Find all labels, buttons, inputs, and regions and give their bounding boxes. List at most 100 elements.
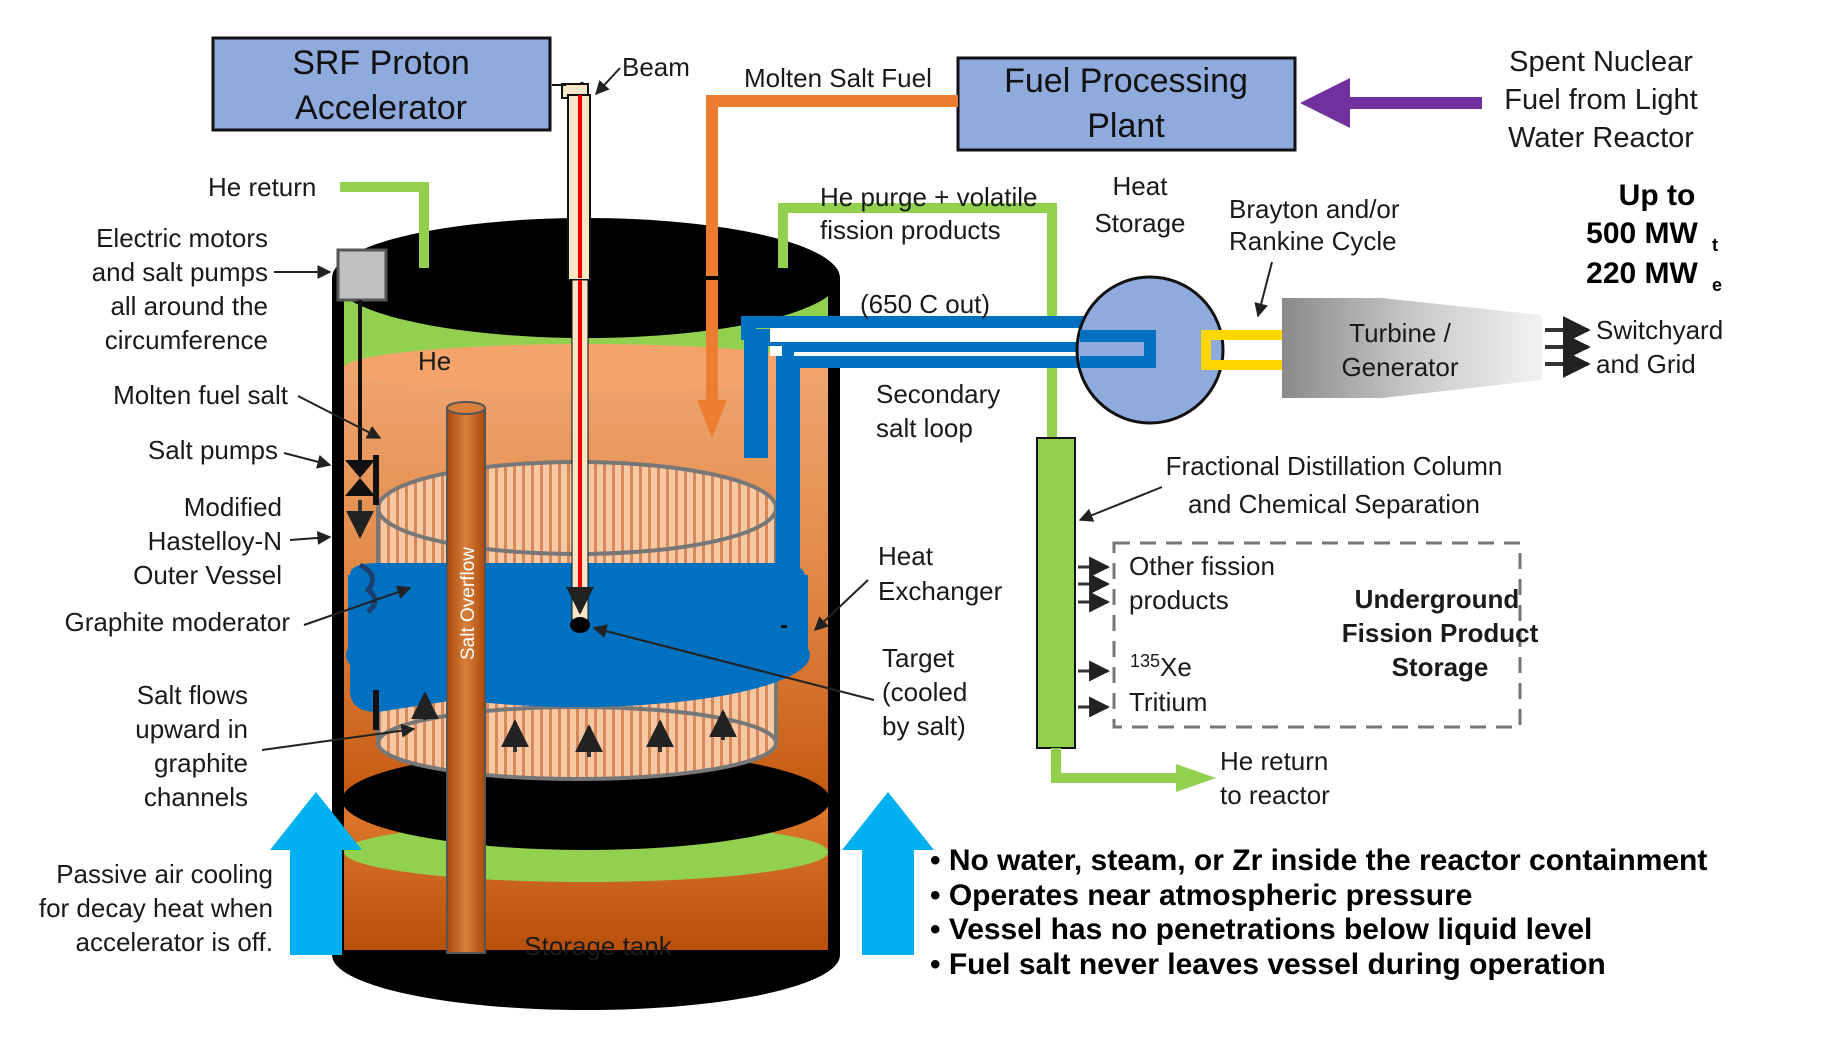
he-return-label: He return (208, 172, 316, 202)
svg-text:Fractional Distillation Column: Fractional Distillation Column (1166, 451, 1503, 481)
svg-text:Spent Nuclear: Spent Nuclear (1509, 46, 1693, 78)
svg-text:by salt): by salt) (882, 711, 966, 741)
passive-cooling-label: Passive air cooling for decay heat when … (39, 859, 273, 957)
graphite-moderator-label: Graphite moderator (65, 585, 412, 637)
svg-text:e: e (1712, 275, 1722, 295)
bullet-item: • Vessel has no penetrations below liqui… (930, 913, 1592, 946)
svg-text:channels: channels (144, 782, 248, 812)
turbine-generator: Turbine / Generator (1282, 298, 1542, 398)
svg-text:to reactor: to reactor (1220, 780, 1330, 810)
svg-text:products: products (1129, 585, 1229, 615)
flow-arrows (411, 691, 737, 757)
svg-text:500 MW: 500 MW (1586, 217, 1698, 250)
svg-text:Target: Target (882, 643, 955, 673)
bullet-item: • Fuel salt never leaves vessel during o… (930, 948, 1606, 981)
xenon-label: 135 Xe (1130, 651, 1192, 682)
svg-text:(cooled: (cooled (882, 677, 967, 707)
brayton-label: Brayton and/or Rankine Cycle (1229, 194, 1400, 318)
heat-exchanger-label: Heat Exchanger (813, 541, 1003, 631)
heat-storage-label: Heat Storage (1094, 171, 1185, 238)
svg-text:Fission Product: Fission Product (1342, 618, 1539, 648)
spent-fuel-arrow (1300, 78, 1482, 128)
switchyard-label: Switchyard and Grid (1596, 315, 1723, 379)
svg-text:Other fission: Other fission (1129, 551, 1275, 581)
accelerator-label-line1: SRF Proton (292, 44, 470, 82)
svg-text:Graphite moderator: Graphite moderator (65, 607, 291, 637)
fuel-plant-label-line2: Plant (1087, 107, 1165, 145)
svg-text:Salt pumps: Salt pumps (148, 435, 278, 465)
svg-text:for decay heat when: for decay heat when (39, 893, 273, 923)
salt-flows-label: Salt flows upward in graphite channels (135, 680, 416, 812)
fission-outlet-arrows (1078, 556, 1111, 718)
grid-output-arrows (1545, 316, 1591, 378)
svg-text:Electric motors: Electric motors (96, 223, 268, 253)
svg-text:Brayton and/or: Brayton and/or (1229, 194, 1400, 224)
spent-fuel-label: Spent Nuclear Fuel from Light Water Reac… (1504, 46, 1697, 154)
svg-text:graphite: graphite (154, 748, 248, 778)
molten-fuel-salt-label: Molten fuel salt (113, 380, 382, 439)
feature-bullets: • No water, steam, or Zr inside the reac… (930, 844, 1707, 981)
svg-text:Storage: Storage (1094, 208, 1185, 238)
svg-text:Switchyard: Switchyard (1596, 315, 1723, 345)
target-label: Target (cooled by salt) (592, 624, 967, 741)
svg-text:220 MW: 220 MW (1586, 257, 1698, 290)
underground-storage-box (1112, 541, 1522, 729)
passive-cooling-arrows (270, 792, 934, 955)
svg-text:Secondary: Secondary (876, 379, 1000, 409)
underground-label: Underground Fission Product Storage (1342, 584, 1539, 682)
svg-text:Turbine /: Turbine / (1349, 318, 1451, 348)
svg-text:Passive air cooling: Passive air cooling (56, 859, 273, 889)
svg-text:upward in: upward in (135, 714, 248, 744)
svg-text:Salt flows: Salt flows (137, 680, 248, 710)
svg-text:He purge + volatile: He purge + volatile (820, 182, 1038, 212)
tritium-label: Tritium (1129, 687, 1207, 717)
svg-text:Exchanger: Exchanger (878, 576, 1003, 606)
svg-text:Hastelloy-N: Hastelloy-N (148, 526, 282, 556)
electric-motors-label: Electric motors and salt pumps all aroun… (92, 223, 332, 355)
svg-text:Heat: Heat (878, 541, 934, 571)
svg-text:Generator: Generator (1341, 352, 1458, 382)
svg-text:He return: He return (1220, 746, 1328, 776)
salt-overflow-pipe: Salt Overflow (446, 401, 486, 954)
svg-text:135: 135 (1130, 651, 1160, 671)
svg-text:t: t (1712, 235, 1718, 255)
accelerator-box: SRF Proton Accelerator (211, 36, 552, 132)
svg-text:circumference: circumference (105, 325, 268, 355)
bullet-item: • Operates near atmospheric pressure (930, 879, 1472, 912)
he-return-pipe: He return (208, 172, 429, 268)
molten-salt-fuel-line: Molten Salt Fuel (697, 63, 958, 438)
temp-out-label: (650 C out) (860, 289, 990, 319)
bullet-item: • No water, steam, or Zr inside the reac… (930, 844, 1707, 877)
other-fission-label: Other fission products (1129, 551, 1275, 615)
svg-text:and salt pumps: and salt pumps (92, 257, 268, 287)
svg-text:Modified: Modified (184, 492, 282, 522)
electric-motor-icon (336, 248, 388, 614)
hastelloy-label: Modified Hastelloy-N Outer Vessel (133, 492, 332, 590)
svg-text:Heat: Heat (1113, 171, 1169, 201)
svg-text:Storage: Storage (1392, 652, 1489, 682)
heat-storage-tank (1075, 275, 1225, 425)
salt-overflow-label: Salt Overflow (458, 547, 479, 660)
he-region-label: He (418, 346, 451, 376)
svg-text:and Chemical Separation: and Chemical Separation (1188, 489, 1480, 519)
he-return-reactor-label: He return to reactor (1220, 746, 1330, 810)
accelerator-label-line2: Accelerator (295, 89, 467, 127)
svg-text:Rankine Cycle: Rankine Cycle (1229, 226, 1397, 256)
distillation-label: Fractional Distillation Column and Chemi… (1078, 451, 1503, 522)
svg-text:Underground: Underground (1355, 584, 1520, 614)
he-purge-label: He purge + volatile fission products (820, 182, 1038, 245)
distillation-column (1036, 437, 1216, 792)
molten-salt-fuel-label: Molten Salt Fuel (744, 63, 932, 93)
secondary-loop-label: Secondary salt loop (876, 379, 1000, 443)
storage-tank-label: Storage tank (524, 931, 672, 961)
salt-pump-icon (345, 460, 375, 496)
beam-line (552, 82, 594, 633)
salt-pumps-label: Salt pumps (148, 435, 332, 469)
svg-text:Molten fuel salt: Molten fuel salt (113, 380, 289, 410)
svg-text:Xe: Xe (1160, 652, 1192, 682)
svg-text:salt loop: salt loop (876, 413, 973, 443)
beam-label: Beam (622, 52, 690, 82)
svg-text:all around the: all around the (110, 291, 268, 321)
svg-text:Fuel from Light: Fuel from Light (1504, 84, 1697, 116)
